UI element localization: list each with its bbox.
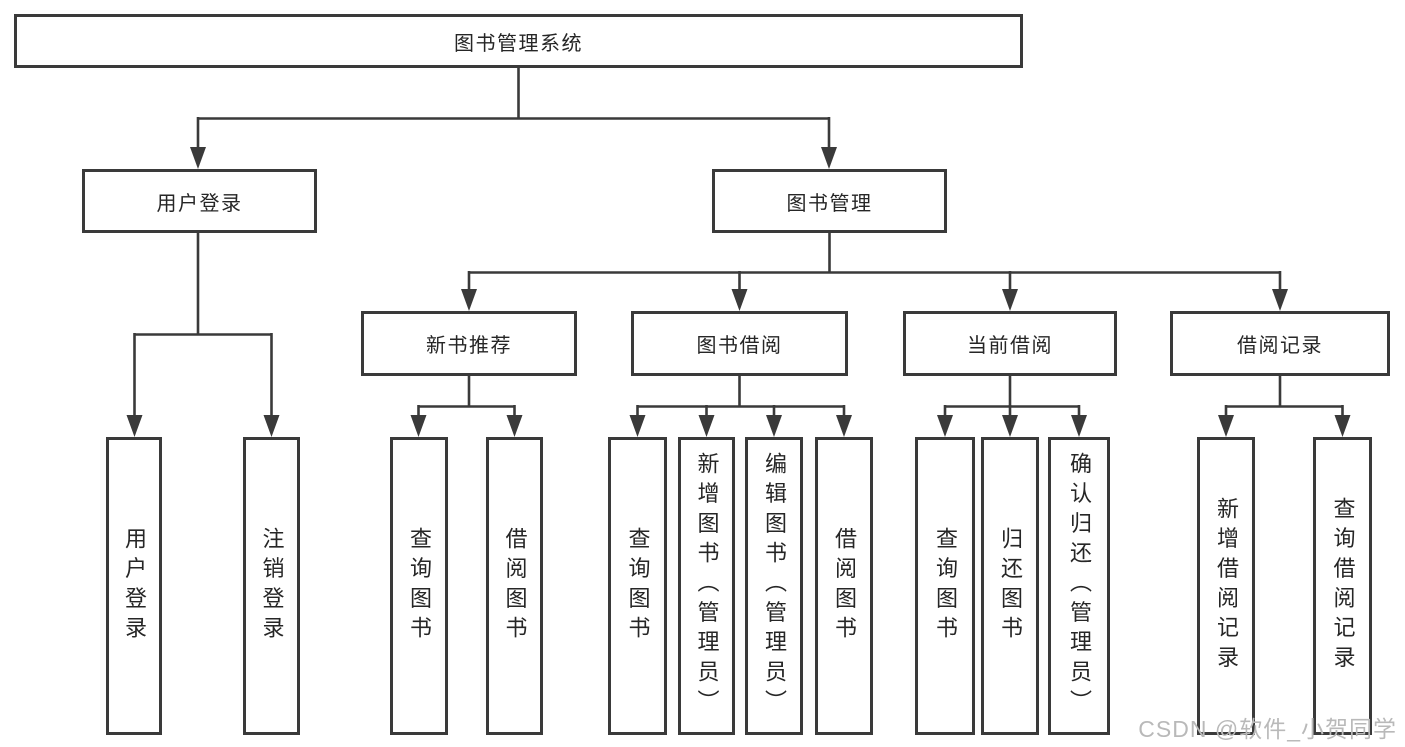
node-borrow-books-newbook: 借阅图书 [486, 437, 543, 735]
node-label: 查询图书 [625, 526, 651, 646]
connector-book-borrowing [636, 376, 846, 420]
node-book-borrowing: 图书借阅 [631, 311, 848, 376]
node-label: 新增图书（管理员） [694, 452, 720, 720]
csdn-watermark: CSDN @软件_小贺同学 [1138, 716, 1397, 742]
node-label: 查询图书 [407, 526, 432, 646]
node-borrowing-records: 借阅记录 [1170, 311, 1390, 376]
connector-current-borrowing [943, 376, 1081, 420]
node-return-books: 归还图书 [981, 437, 1039, 735]
node-label: 用户登录 [122, 526, 147, 646]
node-label: 图书借阅 [696, 335, 783, 357]
node-query-borrow-record: 查询借阅记录 [1313, 437, 1372, 735]
connector-root-to-branches [196, 68, 831, 152]
node-edit-books-admin: 编辑图书（管理员） [745, 437, 803, 735]
node-label: 编辑图书（管理员） [762, 452, 787, 720]
node-borrow-books-borrowing: 借阅图书 [815, 437, 873, 735]
node-label: 归还图书 [998, 526, 1023, 646]
node-label: 当前借阅 [967, 335, 1053, 357]
arrow-down-icons [126, 147, 1351, 437]
connector-new-book [417, 376, 516, 420]
node-label: 借阅图书 [502, 526, 528, 646]
node-label: 图书管理系统 [454, 32, 583, 55]
node-current-borrowing: 当前借阅 [903, 311, 1117, 376]
connector-borrowing-records [1224, 376, 1344, 420]
node-label: 借阅图书 [832, 526, 857, 646]
node-label: 用户登录 [156, 192, 243, 215]
node-label: 查询借阅记录 [1330, 496, 1356, 676]
node-confirm-return-admin: 确认归还（管理员） [1048, 437, 1110, 735]
node-label: 查询图书 [933, 526, 958, 646]
connector-user-login [133, 233, 273, 420]
node-add-borrow-record: 新增借阅记录 [1197, 437, 1255, 735]
node-label: 借阅记录 [1237, 335, 1323, 357]
node-logout-leaf: 注销登录 [243, 437, 300, 735]
node-library-management-system: 图书管理系统 [14, 14, 1023, 68]
node-query-books-borrowing: 查询图书 [608, 437, 667, 735]
node-user-login-branch: 用户登录 [82, 169, 317, 233]
node-query-books-current: 查询图书 [915, 437, 975, 735]
node-label: 确认归还（管理员） [1067, 452, 1092, 720]
node-label: 新书推荐 [426, 335, 512, 357]
node-label: 图书管理 [786, 192, 873, 215]
node-query-books-newbook: 查询图书 [390, 437, 448, 735]
node-user-login-leaf: 用户登录 [106, 437, 162, 735]
node-add-books-admin: 新增图书（管理员） [678, 437, 735, 735]
node-book-management-branch: 图书管理 [712, 169, 947, 233]
connector-book-management [467, 233, 1282, 294]
node-label: 注销登录 [259, 526, 285, 646]
node-label: 新增借阅记录 [1214, 496, 1239, 676]
node-new-book-recommendation: 新书推荐 [361, 311, 577, 376]
